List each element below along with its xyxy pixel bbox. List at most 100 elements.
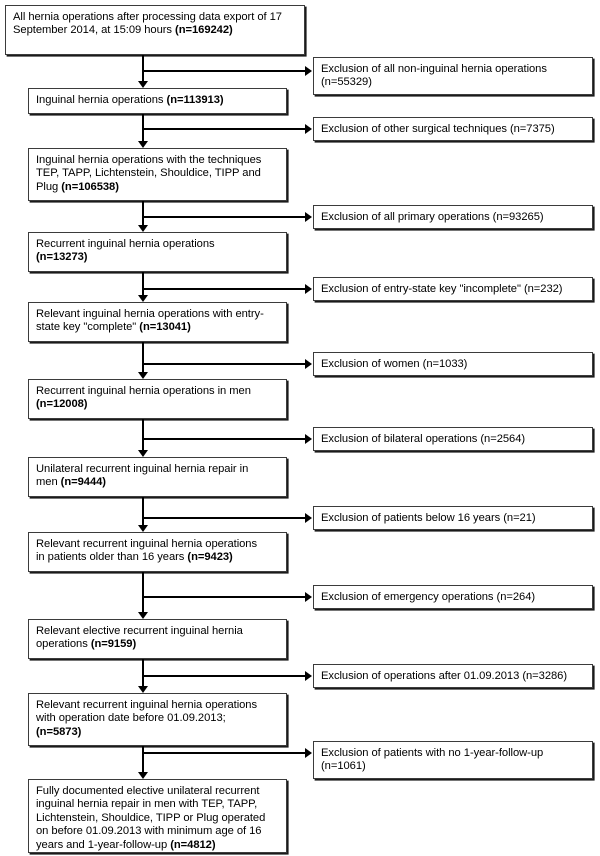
node-elective-recurrent: Relevant elective recurrent inguinal her…	[28, 619, 287, 659]
node-inguinal-operations-line1: Inguinal hernia operations (n=113913)	[36, 94, 279, 107]
node-excl-women: Exclusion of women (n=1033)	[313, 352, 593, 376]
node-entry-state-complete-count: (n=13041)	[139, 321, 191, 334]
connector-arrow-right-5	[305, 359, 312, 369]
node-before-01092013-line2: with operation date before 01.09.2013;	[36, 712, 226, 725]
node-before-01092013: Relevant recurrent inguinal hernia opera…	[28, 693, 287, 746]
node-excl-below-16: Exclusion of patients below 16 years (n=…	[313, 506, 593, 530]
connector-arrow-right-6	[305, 434, 312, 444]
node-inguinal-techniques: Inguinal hernia operations with the tech…	[28, 148, 287, 201]
connector-v-6	[142, 419, 145, 452]
node-final-cohort-line4: on before 01.09.2013 with minimum age of…	[36, 825, 262, 838]
node-all-operations-line1: All hernia operations after processing d…	[13, 11, 282, 23]
node-excl-other-techniques-line1: Exclusion of other surgical techniques (…	[321, 123, 555, 135]
node-inguinal-operations-text: Inguinal hernia operations	[36, 94, 167, 106]
connector-h-5	[142, 363, 307, 366]
node-all-operations-count: (n=169242)	[175, 24, 233, 37]
node-unilateral-recurrent-men: Unilateral recurrent inguinal hernia rep…	[28, 457, 287, 497]
connector-arrow-down-8	[137, 612, 148, 619]
connector-arrow-down-6	[137, 450, 148, 457]
node-entry-state-complete-text: state key "complete"	[36, 321, 140, 334]
node-all-operations: All hernia operations after processing d…	[5, 5, 305, 55]
node-recurrent-operations-line2: (n=13273)	[36, 251, 279, 264]
node-final-cohort-count: (n=4812)	[170, 838, 216, 851]
node-entry-state-complete-line1: Relevant inguinal hernia operations with…	[36, 308, 264, 320]
connector-v-10	[142, 746, 145, 774]
node-older-than-16-line2: in patients older than 16 years (n=9423)	[36, 551, 279, 564]
node-entry-state-complete: Relevant inguinal hernia operations with…	[28, 302, 287, 342]
connector-v-9	[142, 659, 145, 688]
node-unilateral-recurrent-men-line1: Unilateral recurrent inguinal hernia rep…	[36, 463, 249, 475]
node-older-than-16-count: (n=9423)	[187, 551, 233, 564]
node-inguinal-techniques-text: Plug	[36, 180, 62, 193]
node-inguinal-techniques-line3: Plug (n=106538)	[36, 181, 279, 194]
node-entry-state-complete-line2: state key "complete" (n=13041)	[36, 321, 279, 334]
connector-arrow-down-2	[137, 141, 148, 148]
connector-arrow-down-10	[137, 772, 148, 779]
node-inguinal-operations-count: (n=113913)	[166, 94, 224, 106]
node-excl-other-techniques: Exclusion of other surgical techniques (…	[313, 117, 593, 141]
connector-h-10	[142, 752, 307, 755]
connector-arrow-right-10	[305, 748, 312, 758]
node-excl-below-16-line1: Exclusion of patients below 16 years (n=…	[321, 512, 536, 524]
node-excl-primary: Exclusion of all primary operations (n=9…	[313, 205, 593, 229]
node-unilateral-recurrent-men-text: men	[36, 476, 61, 489]
connector-arrow-down-1	[137, 81, 148, 88]
node-final-cohort-text: years and 1-year-follow-up	[36, 838, 171, 851]
connector-h-2	[142, 128, 307, 131]
connector-v-4	[142, 272, 145, 297]
node-elective-recurrent-line2: operations (n=9159)	[36, 638, 279, 651]
node-final-cohort-line2: inguinal hernia repair in men with TEP, …	[36, 798, 258, 811]
node-recurrent-operations: Recurrent inguinal hernia operations (n=…	[28, 232, 287, 272]
node-older-than-16-line1: Relevant recurrent inguinal hernia opera…	[36, 538, 258, 550]
connector-arrow-down-5	[137, 372, 148, 379]
node-before-01092013-count: (n=5873)	[36, 725, 82, 738]
node-excl-incomplete-key: Exclusion of entry-state key "incomplete…	[313, 277, 593, 301]
connector-v-3	[142, 201, 145, 227]
node-final-cohort-line3: Lichtenstein, Shouldice, TIPP or Plug op…	[36, 811, 266, 824]
connector-v-5	[142, 342, 145, 374]
node-excl-incomplete-key-line1: Exclusion of entry-state key "incomplete…	[321, 283, 563, 295]
connector-v-8	[142, 572, 145, 614]
connector-arrow-right-1	[305, 66, 312, 76]
node-excl-after-date: Exclusion of operations after 01.09.2013…	[313, 664, 593, 688]
node-excl-no-followup: Exclusion of patients with no 1-year-fol…	[313, 741, 593, 779]
connector-arrow-right-7	[305, 513, 312, 523]
node-elective-recurrent-text: operations	[36, 638, 91, 651]
node-excl-non-inguinal-line2: (n=55329)	[321, 76, 372, 89]
node-before-01092013-line3: (n=5873)	[36, 726, 279, 739]
node-final-cohort: Fully documented elective unilateral rec…	[28, 779, 287, 853]
connector-arrow-down-7	[137, 525, 148, 532]
connector-arrow-right-2	[305, 124, 312, 134]
node-inguinal-operations: Inguinal hernia operations (n=113913)	[28, 88, 287, 114]
node-inguinal-techniques-line1: Inguinal hernia operations with the tech…	[36, 154, 262, 166]
node-excl-emergency: Exclusion of emergency operations (n=264…	[313, 585, 593, 609]
node-older-than-16: Relevant recurrent inguinal hernia opera…	[28, 532, 287, 572]
connector-arrow-right-4	[305, 284, 312, 294]
connector-arrow-down-9	[137, 686, 148, 693]
node-recurrent-in-men-count: (n=12008)	[36, 398, 88, 411]
connector-arrow-down-4	[137, 295, 148, 302]
connector-v-7	[142, 497, 145, 527]
node-excl-non-inguinal-line1: Exclusion of all non-inguinal hernia ope…	[321, 63, 547, 75]
node-before-01092013-line1: Relevant recurrent inguinal hernia opera…	[36, 699, 258, 711]
node-excl-bilateral: Exclusion of bilateral operations (n=256…	[313, 427, 593, 451]
node-recurrent-operations-count: (n=13273)	[36, 251, 88, 264]
node-recurrent-in-men-line1: Recurrent inguinal hernia operations in …	[36, 385, 251, 397]
node-recurrent-operations-line1: Recurrent inguinal hernia operations	[36, 238, 215, 250]
node-older-than-16-text: in patients older than 16 years	[36, 551, 188, 564]
connector-arrow-right-9	[305, 671, 312, 681]
node-inguinal-techniques-line2: TEP, TAPP, Lichtenstein, Shouldice, TIPP…	[36, 167, 261, 180]
node-unilateral-recurrent-men-line2: men (n=9444)	[36, 476, 279, 489]
node-excl-primary-line1: Exclusion of all primary operations (n=9…	[321, 211, 544, 223]
connector-h-1	[142, 70, 307, 73]
connector-h-3	[142, 216, 307, 219]
connector-h-9	[142, 675, 307, 678]
node-recurrent-in-men: Recurrent inguinal hernia operations in …	[28, 379, 287, 419]
connector-arrow-down-3	[137, 225, 148, 232]
node-recurrent-in-men-line2: (n=12008)	[36, 398, 279, 411]
node-unilateral-recurrent-men-count: (n=9444)	[60, 476, 106, 489]
node-final-cohort-line5: years and 1-year-follow-up (n=4812)	[36, 839, 279, 852]
node-excl-no-followup-line2: (n=1061)	[321, 760, 366, 773]
connector-h-6	[142, 438, 307, 441]
